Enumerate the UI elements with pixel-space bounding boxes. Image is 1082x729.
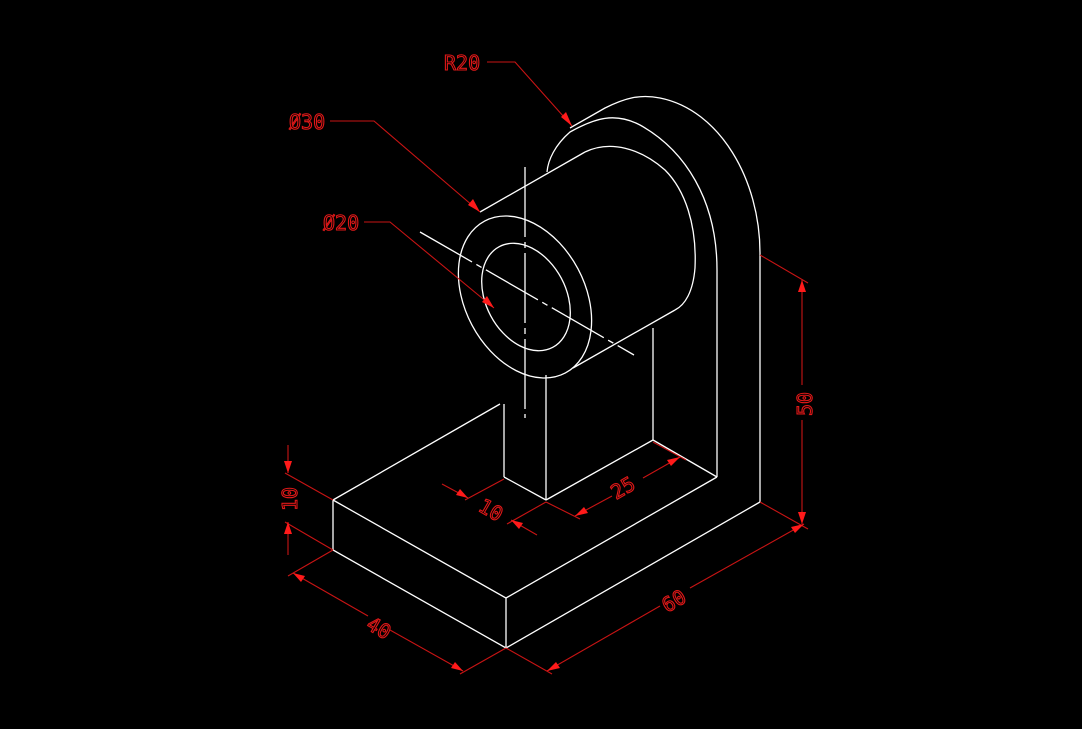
dim-base-depth: 40 [287,549,507,675]
upright-plate [546,95,761,477]
dim-base-length: 60 [505,501,809,675]
dia30-leader: Ø30 [288,109,481,213]
center-lines [419,167,635,418]
rib-offset-label: 25 [607,471,640,504]
boss-cylinder [457,145,696,379]
r20-label: R20 [444,51,480,75]
dia20-leader: Ø20 [322,210,495,309]
base-height-label: 10 [278,487,302,511]
support-rib [503,328,718,501]
rib-thickness-label: 10 [475,494,508,527]
dim-base-height: 10 [277,445,334,555]
part-geometry [332,95,761,650]
overall-height-label: 50 [793,392,817,416]
dia20-label: Ø20 [323,211,359,235]
dim-overall-height: 50 [759,254,818,524]
base-depth-label: 40 [363,612,396,645]
r20-leader: R20 [443,50,573,127]
base-length-label: 60 [658,584,691,617]
dim-rib-thickness: 10 [441,478,547,536]
dimensions-layer: R20 Ø30 Ø20 10 [277,50,818,675]
dia30-label: Ø30 [289,110,325,134]
